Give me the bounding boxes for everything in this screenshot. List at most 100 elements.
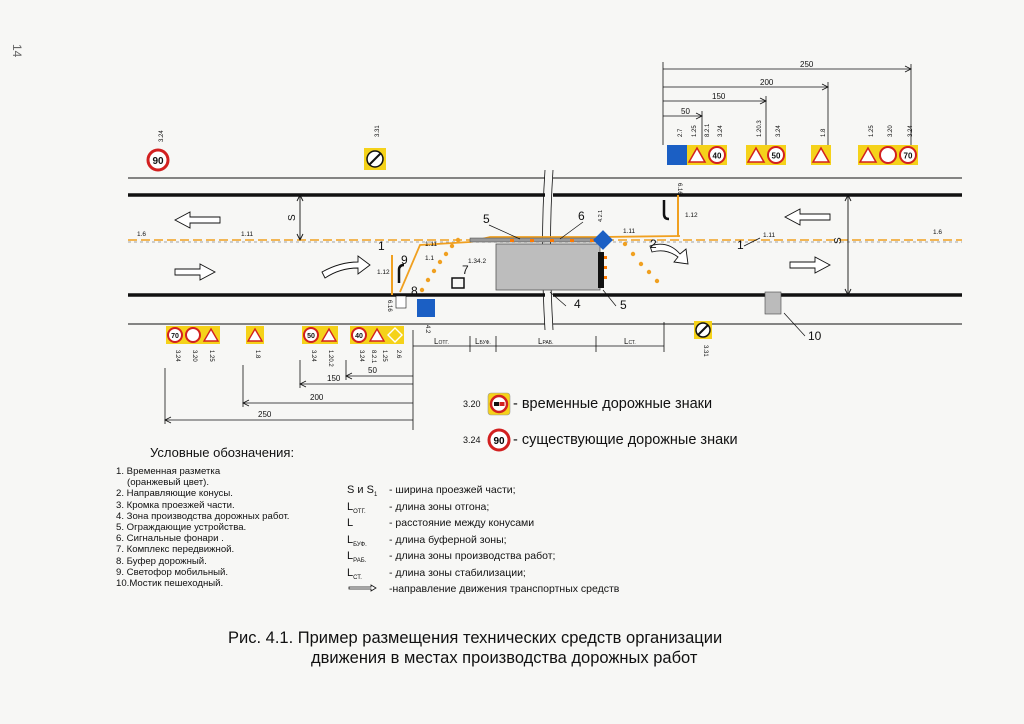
dim-top-150: 150	[712, 92, 726, 101]
dim-top-50: 50	[681, 107, 690, 116]
legend-title: Условные обозначения:	[150, 445, 295, 460]
definition-text: - длина зоны отгона;	[389, 500, 490, 513]
svg-text:1.8: 1.8	[821, 128, 827, 137]
callout-6: 6	[578, 209, 585, 223]
dim-bottom-50: 50	[368, 366, 377, 375]
legend-list: 1. Временная разметка (оранжевый цвет). …	[116, 466, 446, 589]
definition-row: LОТГ. - длина зоны отгона;	[347, 501, 677, 518]
definition-row: LРАБ. - длина зоны производства работ;	[347, 550, 677, 567]
svg-text:70: 70	[171, 333, 179, 340]
legend-item: 5. Ограждающие устройства.	[116, 522, 247, 534]
definition-text: - расстояние между конусами	[389, 517, 535, 529]
svg-text:8.2.1: 8.2.1	[370, 350, 376, 364]
exist-sign-code: 3.24	[463, 435, 481, 445]
traffic-light-right	[662, 200, 670, 221]
legend-item: 9. Светофор мобильный.	[116, 566, 229, 578]
callout-9: 9	[401, 253, 408, 267]
callout-8: 8	[411, 284, 418, 298]
s1-label-right: S	[833, 237, 844, 244]
svg-text:2.6: 2.6	[395, 350, 401, 359]
road-edges	[128, 169, 962, 331]
existing-sign-icon: 90	[487, 428, 511, 452]
direction-arrow-icon	[347, 583, 389, 595]
svg-text:40: 40	[713, 152, 722, 161]
bottom-sign-group-a: 40 3.24 8.2.1 1.25 2.6	[350, 326, 404, 364]
bottom-sign-keep-right: 4.2 6.16	[386, 295, 435, 334]
existing-signs-legend: 3.24 90 - существующие дорожные знаки	[463, 428, 738, 452]
definition-row: L - расстояние между конусами	[347, 517, 677, 534]
figure-caption: Рис. 4.1. Пример размещения технических …	[228, 628, 848, 668]
svg-text:1.25: 1.25	[692, 125, 698, 137]
svg-text:1.20.2: 1.20.2	[327, 350, 333, 367]
bottom-sign-group-c: 1.8	[246, 326, 264, 359]
legend: Условные обозначения: 1. Временная разме…	[116, 445, 446, 589]
svg-text:LОТГ.: LОТГ.	[434, 337, 449, 346]
definition-text: - ширина проезжей части;	[389, 484, 516, 496]
exist-sign-text: - существующие дорожные знаки	[513, 432, 738, 448]
existing-sign-value: 90	[493, 436, 505, 447]
definition-symbol: LСТ.	[347, 566, 362, 581]
svg-text:50: 50	[307, 333, 315, 340]
callout-10: 10	[808, 329, 822, 343]
legend-item: 3. Кромка проезжей части.	[116, 499, 235, 511]
definition-symbol: L	[347, 517, 354, 529]
traffic-light-left	[397, 263, 405, 283]
definition-text: - длина зоны производства работ;	[389, 550, 556, 562]
dim-bottom-200: 200	[310, 393, 324, 402]
svg-text:3.24: 3.24	[776, 125, 782, 137]
svg-text:40: 40	[355, 333, 363, 340]
svg-text:1.20.3: 1.20.3	[757, 120, 763, 137]
svg-text:3.24: 3.24	[174, 350, 180, 362]
definition-row: LБУФ. - длина буферной зоны;	[347, 534, 677, 551]
guiding-cones	[419, 237, 660, 293]
definition-text: - длина зоны стабилизации;	[389, 566, 526, 579]
legend-item: 10.Мостик пешеходный.	[116, 578, 224, 590]
callout-4: 4	[574, 297, 581, 311]
cone-label-1-11: 1.11	[425, 241, 438, 248]
cone-label-1-11b: 1.11	[623, 228, 636, 235]
svg-text:3.20: 3.20	[191, 350, 197, 362]
svg-text:3.31: 3.31	[375, 125, 381, 137]
top-sign-group-c: 1.8	[811, 128, 831, 165]
definition-text: -направление движения транспортных средс…	[389, 583, 620, 595]
dim-top-200: 200	[760, 78, 774, 87]
definition-symbol: LОТГ.	[347, 500, 366, 515]
temp-sign-code: 3.20	[463, 399, 481, 409]
zone-length-labels: LОТГ. LБУФ. LРАБ. LСТ.	[434, 337, 636, 346]
legend-item: 1. Временная разметка	[116, 466, 221, 477]
legend-item: 4. Зона производства дорожных работ.	[116, 510, 290, 522]
cone-label-1-1: 1.1	[425, 255, 434, 262]
bottom-sign-group-d: 70 3.24 3.20 1.25	[166, 326, 220, 362]
svg-text:LБУФ.: LБУФ.	[475, 337, 491, 346]
temp-sign-text: - временные дорожные знаки	[513, 396, 713, 412]
work-zone	[495, 243, 601, 291]
dim-bottom-150: 150	[327, 374, 341, 383]
arrow-left-1	[174, 211, 221, 229]
callout-5-bottom: 5	[620, 298, 627, 312]
legend-item: 7. Комплекс передвижной.	[116, 544, 235, 556]
legend-item: 2. Направляющие конусы.	[116, 488, 233, 500]
road-works-diagram: S S 1.6 1.11 1.11 1.6 1.12 1.12 1.11 1.1…	[128, 60, 962, 430]
svg-text:50: 50	[772, 152, 781, 161]
svg-text:4.2.1: 4.2.1	[598, 210, 604, 222]
dim-top-250: 250	[800, 60, 814, 69]
callouts: 1 1 2 4 5 5 6 7 8 9 10	[378, 209, 822, 343]
svg-text:6.16: 6.16	[676, 183, 682, 195]
svg-text:6.16: 6.16	[386, 300, 392, 312]
marking-1-12-left: 1.12	[377, 269, 390, 276]
svg-text:1.25: 1.25	[381, 350, 387, 362]
svg-text:3.20: 3.20	[888, 125, 894, 137]
arrow-right-2	[789, 256, 831, 274]
mobile-complex	[451, 277, 465, 289]
definition-symbol: S и S1	[347, 484, 378, 499]
svg-text:3.24: 3.24	[159, 130, 165, 142]
definition-row: -направление движения транспортных средс…	[347, 583, 677, 600]
marking-1-6-right: 1.6	[933, 229, 942, 236]
callout-5-top: 5	[483, 212, 490, 226]
top-sign-group-b: 50 1.20.3 3.24	[746, 120, 786, 165]
svg-text:3.24: 3.24	[718, 125, 724, 137]
symbol-definitions: S и S1 - ширина проезжей части; LОТГ. - …	[347, 484, 677, 600]
svg-text:LРАБ.: LРАБ.	[538, 337, 553, 346]
legend-item: 6. Сигнальные фонари .	[116, 533, 224, 545]
svg-text:90: 90	[152, 156, 164, 167]
